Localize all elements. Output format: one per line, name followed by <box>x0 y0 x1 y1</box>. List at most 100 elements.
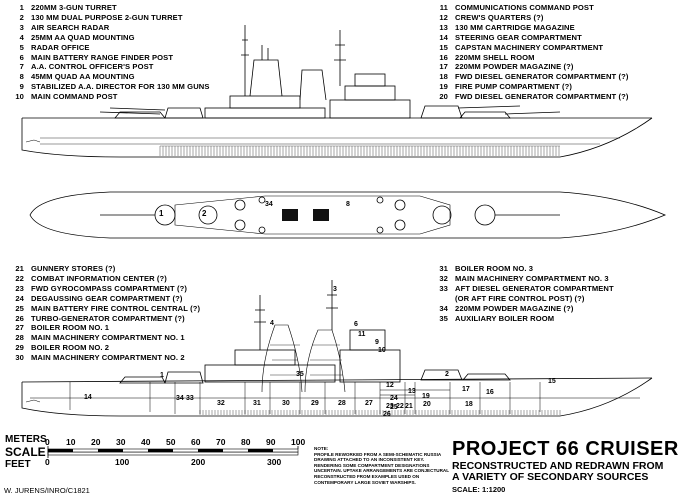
legend-item-sublabel: (OR AFT FIRE CONTROL POST) (?) <box>455 293 585 303</box>
section-label: 10 <box>378 347 386 354</box>
legend-item-label: BOILER ROOM NO. 3 <box>455 264 534 273</box>
legend-item: 19 FIRE PUMP COMPARTMENT (?) <box>424 82 628 92</box>
legend-item-label: CAPSTAN MACHINERY COMPARTMENT <box>455 42 604 52</box>
meter-tick: 10 <box>66 437 76 447</box>
section-label: 29 <box>311 400 319 407</box>
legend-item: 18 FWD DIESEL GENERATOR COMPARTMENT (?) <box>424 72 628 82</box>
plan-label: 2 <box>202 209 207 218</box>
legend-item-label: MAIN COMMAND POST <box>31 92 118 102</box>
legend-item-number: 31 <box>439 264 448 273</box>
section-label: 34 <box>176 395 184 402</box>
legend-item-number: 12 <box>439 12 448 22</box>
scale-label: SCALE <box>5 445 46 459</box>
legend-item-label: FIRE PUMP COMPARTMENT (?) <box>455 82 572 92</box>
scale-ratio: SCALE: 1:1200 <box>452 485 506 494</box>
meter-tick: 0 <box>45 437 50 447</box>
legend-item: 4 25MM AA QUAD MOUNTING <box>0 33 210 43</box>
legend-mid-right: 31 BOILER ROOM NO. 3 32 MAIN MACHINERY COMP… <box>424 264 614 323</box>
legend-item-label: AFT DIESEL GENERATOR COMPARTMENT <box>455 283 614 293</box>
section-label: 27 <box>365 400 373 407</box>
legend-item-number: 26 <box>15 313 24 323</box>
legend-item-number: 19 <box>439 82 448 92</box>
section-label: 25 <box>390 404 398 411</box>
feet-tick: 100 <box>115 457 130 467</box>
legend-item-number: 27 <box>15 323 24 333</box>
subtitle-line-1: RECONSTRUCTED AND REDRAWN FROM <box>452 460 664 472</box>
legend-item-number: 9 <box>19 82 24 92</box>
credit-text: W. JURENS/INRO/C1821 <box>4 486 90 495</box>
legend-item-label: STEERING GEAR COMPARTMENT <box>455 32 582 42</box>
plan-view-drawing <box>29 191 667 239</box>
legend-item-number: 32 <box>439 273 448 283</box>
subtitle-line-2: A VARIETY OF SECONDARY SOURCES <box>452 471 649 483</box>
legend-item-label: FWD DIESEL GENERATOR COMPARTMENT (?) <box>455 72 629 82</box>
meter-tick: 30 <box>116 437 126 447</box>
legend-item-label: MAIN MACHINERY COMPARTMENT NO. 2 <box>31 353 185 363</box>
legend-item-label: 220MM POWDER MAGAZINE (?) <box>455 62 574 72</box>
scale-feet-label: FEET <box>5 459 31 470</box>
section-label: 33 <box>186 395 194 402</box>
legend-item: 34 220MM POWDER MAGAZINE (?) <box>424 304 614 314</box>
legend-item: 23 FWD GYROCOMPASS COMPARTMENT (?) <box>0 284 200 294</box>
legend-item-label: 45MM QUAD AA MOUNTING <box>31 72 135 82</box>
legend-item-number: 15 <box>439 42 448 52</box>
legend-item-label: STABILIZED A.A. DIRECTOR FOR 130 MM GUNS <box>31 82 210 92</box>
legend-item-number: 4 <box>19 32 24 42</box>
legend-item-label: COMMUNICATIONS COMMAND POST <box>455 3 594 12</box>
legend-item-label: BOILER ROOM NO. 1 <box>31 323 110 333</box>
legend-item-number: 1 <box>19 3 24 12</box>
section-label: 4 <box>270 320 274 327</box>
legend-item-number: 20 <box>439 92 448 102</box>
section-label: 22 <box>396 403 404 410</box>
plan-label: 1 <box>159 209 164 218</box>
meter-tick: 80 <box>241 437 251 447</box>
section-label: 35 <box>296 371 304 378</box>
legend-item-label: FWD GYROCOMPASS COMPARTMENT (?) <box>31 283 187 293</box>
legend-item-number: 29 <box>15 343 24 353</box>
feet-tick: 200 <box>191 457 206 467</box>
legend-item: 9 STABILIZED A.A. DIRECTOR FOR 130 MM GUN… <box>0 82 210 92</box>
section-label: 30 <box>282 400 290 407</box>
legend-item-label: A.A. CONTROL OFFICER'S POST <box>31 62 154 72</box>
legend-item-label: 130 MM CARTRIDGE MAGAZINE <box>455 22 575 32</box>
section-label: 11 <box>358 331 366 338</box>
legend-item-label: 220MM SHELL ROOM <box>455 52 535 62</box>
section-label: 21 <box>405 403 413 410</box>
legend-item-number: 34 <box>439 303 448 313</box>
section-label: 1 <box>160 372 164 379</box>
legend-item-label: MAIN MACHINERY COMPARTMENT NO. 3 <box>455 273 609 283</box>
legend-item-number: 11 <box>439 3 448 12</box>
section-label: 24 <box>390 395 398 402</box>
meter-tick: 100 <box>291 437 306 447</box>
legend-item-number: 18 <box>439 72 448 82</box>
plan-label: 8 <box>346 201 350 208</box>
legend-item-number: 13 <box>439 22 448 32</box>
legend-item-label: MAIN BATTERY RANGE FINDER POST <box>31 52 174 62</box>
feet-tick: 0 <box>45 457 50 467</box>
legend-item-number: 21 <box>15 264 24 273</box>
legend-item-label: MAIN MACHINERY COMPARTMENT NO. 1 <box>31 333 185 343</box>
section-label: 6 <box>354 321 358 328</box>
section-label: 9 <box>375 339 379 346</box>
section-label: 32 <box>217 400 225 407</box>
legend-item-number: 35 <box>439 313 448 323</box>
page-title: PROJECT 66 CRUISER <box>452 438 679 460</box>
legend-item: 7 A.A. CONTROL OFFICER'S POST <box>0 62 210 72</box>
legend-item-number: 5 <box>19 42 24 52</box>
legend-item: 15 CAPSTAN MACHINERY COMPARTMENT <box>424 43 628 53</box>
legend-item-number: 2 <box>19 12 24 22</box>
legend-item-label: 220MM POWDER MAGAZINE (?) <box>455 303 574 313</box>
legend-item-number: 7 <box>19 62 24 72</box>
legend-item: 32 MAIN MACHINERY COMPARTMENT NO. 3 <box>424 274 614 284</box>
legend-item-label: 25MM AA QUAD MOUNTING <box>31 32 135 42</box>
legend-item-number: 23 <box>15 283 24 293</box>
